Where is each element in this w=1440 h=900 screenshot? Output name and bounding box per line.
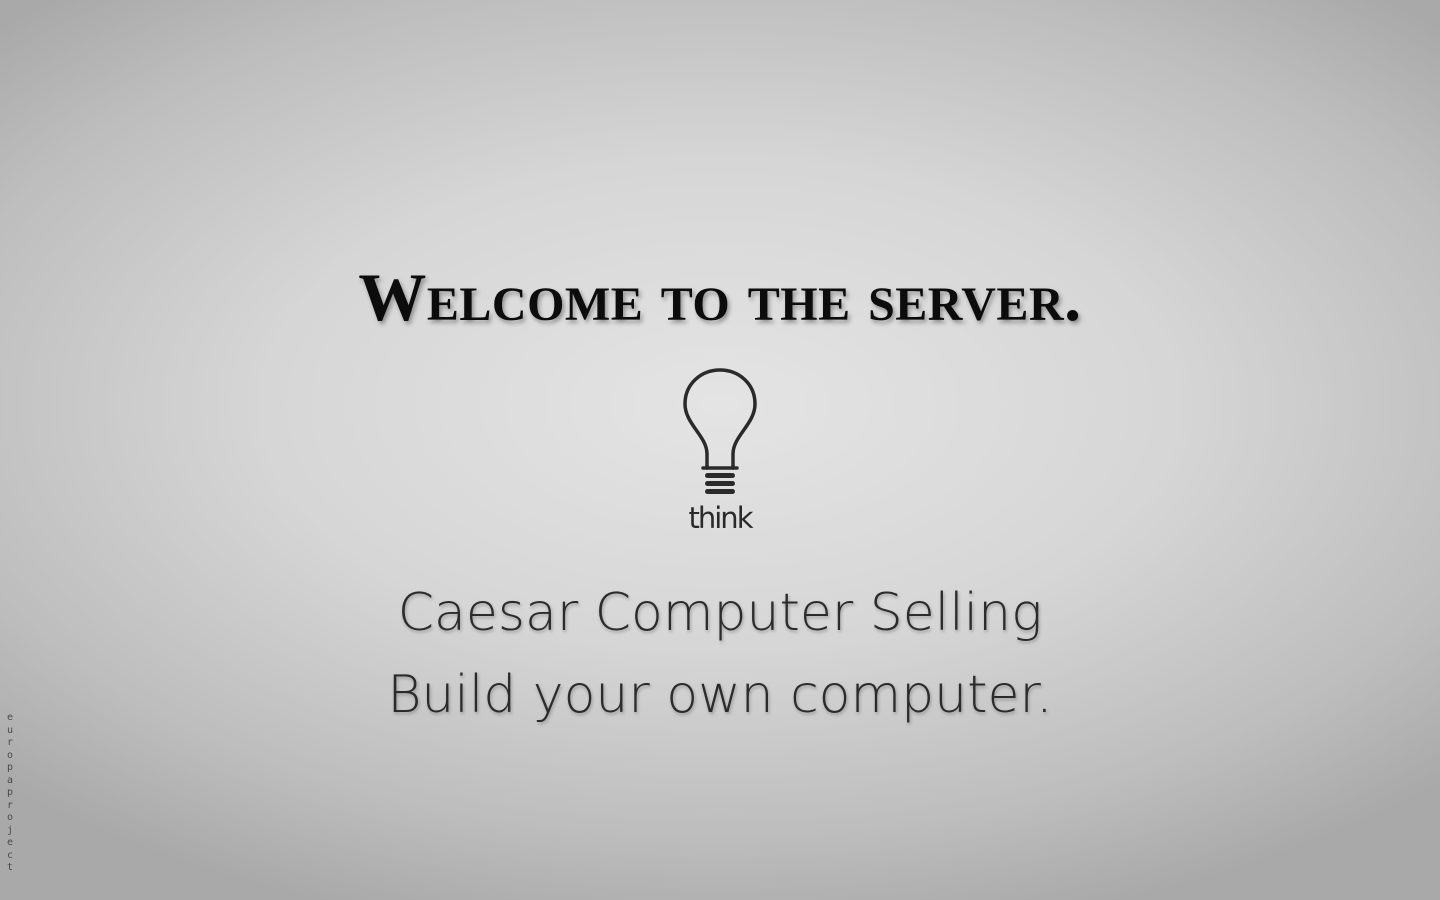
vertical-credit-text: europa project (6, 712, 14, 873)
lightbulb-icon (683, 368, 757, 494)
logo-wordmark: think (688, 501, 754, 535)
tagline-line-1: Caesar Computer Selling (397, 583, 1043, 643)
tagline-line-2: Build your own computer. (387, 665, 1053, 725)
headline: Welcome to the server. (358, 259, 1082, 335)
think-logo: think (672, 366, 768, 540)
